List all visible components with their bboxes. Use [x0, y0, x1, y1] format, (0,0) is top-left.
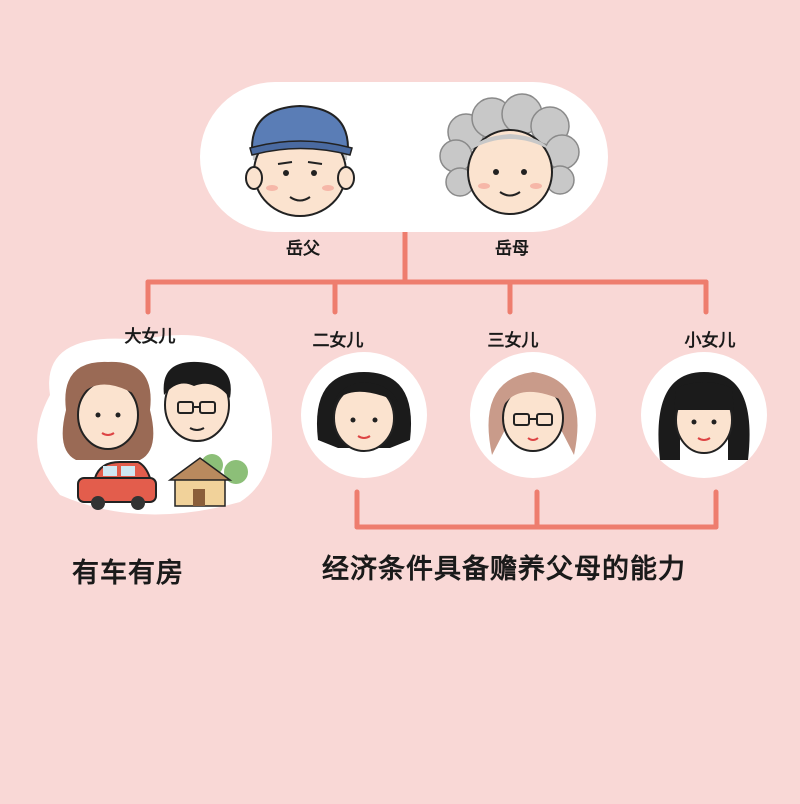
eldest-daughter-avatar — [62, 361, 154, 460]
connector-lines — [145, 227, 719, 530]
car-icon — [77, 461, 157, 510]
husband-avatar — [163, 361, 231, 442]
father-in-law-label: 岳父 — [286, 239, 320, 259]
cap-icon — [249, 104, 353, 156]
house-icon — [167, 454, 248, 507]
glasses-icon — [513, 413, 553, 426]
daughter-2-label: 二女儿 — [312, 331, 364, 351]
mother-in-law-avatar — [439, 93, 580, 215]
daughter-1-label: 大女儿 — [124, 327, 176, 347]
second-daughter-avatar — [316, 372, 412, 452]
third-daughter-avatar — [488, 372, 578, 455]
others-note: 经济条件具备赡养父母的能力 — [322, 554, 686, 585]
daughter-4-label: 小女儿 — [684, 331, 736, 351]
mother-in-law-label: 岳母 — [495, 239, 529, 259]
daughter-3-label: 三女儿 — [487, 331, 539, 351]
youngest-daughter-avatar — [658, 372, 750, 460]
father-in-law-avatar — [245, 104, 355, 217]
glasses-icon — [177, 401, 216, 414]
eldest-note: 有车有房 — [72, 558, 184, 589]
